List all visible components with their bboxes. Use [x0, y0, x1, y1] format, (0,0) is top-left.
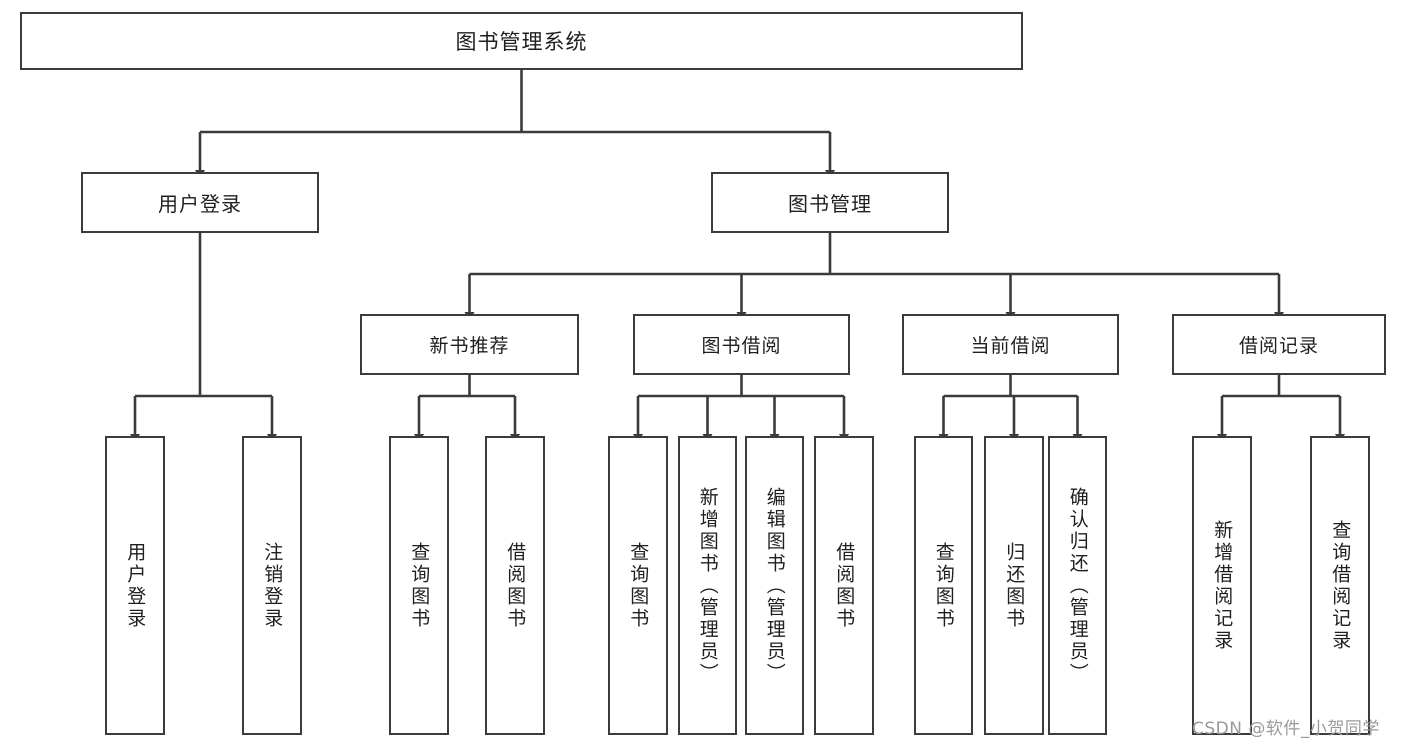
node-label: 新增图书（管理员）	[696, 486, 719, 685]
node-leaf-query-book-2[interactable]: 查询图书	[608, 436, 668, 735]
node-label: 注销登录	[261, 541, 284, 630]
node-leaf-add-borrow-record[interactable]: 新增借阅记录	[1192, 436, 1252, 735]
node-label: 确认归还（管理员）	[1066, 486, 1089, 685]
node-book-management[interactable]: 图书管理	[711, 172, 949, 233]
node-new-book-recommendation[interactable]: 新书推荐	[360, 314, 579, 375]
node-label: 新书推荐	[429, 335, 510, 357]
node-user-login[interactable]: 用户登录	[81, 172, 319, 233]
node-book-management-system[interactable]: 图书管理系统	[20, 12, 1023, 70]
node-label: 图书管理	[788, 192, 872, 216]
node-label: 借阅图书	[504, 541, 527, 630]
node-current-borrow[interactable]: 当前借阅	[902, 314, 1119, 375]
node-leaf-return-book[interactable]: 归还图书	[984, 436, 1044, 735]
node-leaf-logout[interactable]: 注销登录	[242, 436, 302, 735]
node-leaf-edit-book-admin[interactable]: 编辑图书（管理员）	[745, 436, 804, 735]
node-label: 查询借阅记录	[1329, 519, 1352, 652]
edge-group	[130, 70, 1345, 443]
node-label: 查询图书	[932, 541, 955, 630]
node-label: 编辑图书（管理员）	[763, 486, 786, 685]
node-leaf-confirm-return-admin[interactable]: 确认归还（管理员）	[1048, 436, 1107, 735]
node-borrow-record[interactable]: 借阅记录	[1172, 314, 1386, 375]
node-label: 查询图书	[408, 541, 431, 630]
node-leaf-borrow-book-1[interactable]: 借阅图书	[485, 436, 545, 735]
node-label: 归还图书	[1003, 541, 1026, 630]
node-leaf-borrow-book-2[interactable]: 借阅图书	[814, 436, 874, 735]
node-label: 用户登录	[124, 541, 147, 630]
node-label: 图书借阅	[701, 335, 782, 357]
node-label: 当前借阅	[970, 335, 1051, 357]
node-label: 用户登录	[158, 192, 242, 216]
node-label: 借阅记录	[1238, 335, 1319, 357]
node-leaf-query-borrow-record[interactable]: 查询借阅记录	[1310, 436, 1370, 735]
node-leaf-add-book-admin[interactable]: 新增图书（管理员）	[678, 436, 737, 735]
node-label: 新增借阅记录	[1211, 519, 1234, 652]
node-leaf-query-book-3[interactable]: 查询图书	[914, 436, 973, 735]
node-leaf-query-book-1[interactable]: 查询图书	[389, 436, 449, 735]
node-label: 图书管理系统	[455, 30, 588, 54]
node-label: 借阅图书	[833, 541, 856, 630]
node-leaf-user-login[interactable]: 用户登录	[105, 436, 165, 735]
node-label: 查询图书	[627, 541, 650, 630]
node-book-borrow[interactable]: 图书借阅	[633, 314, 850, 375]
